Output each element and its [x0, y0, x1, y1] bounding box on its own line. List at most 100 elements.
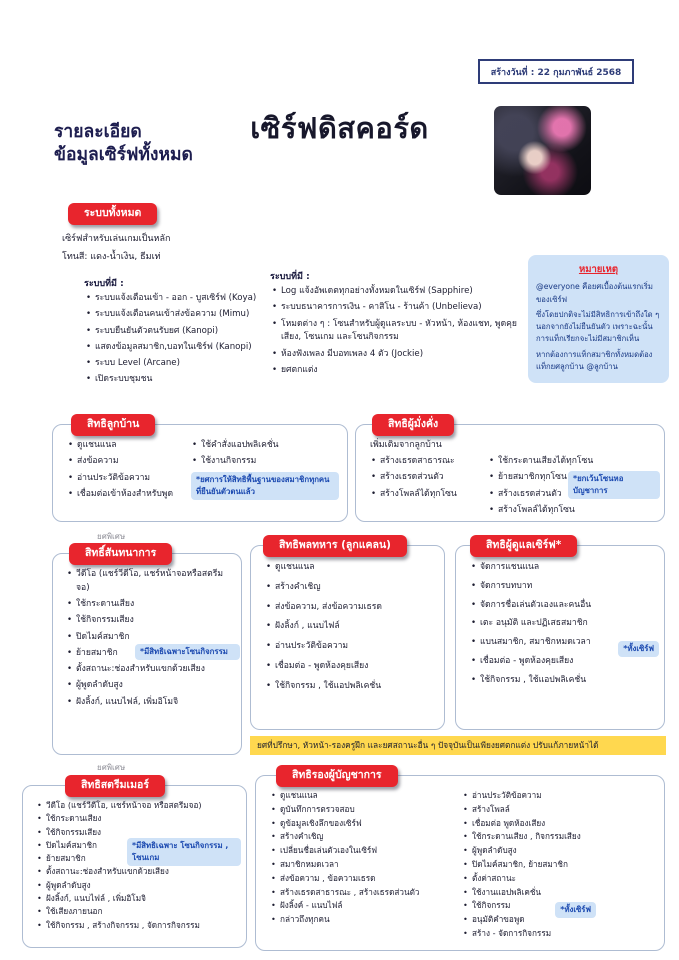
list-item: แสดงข้อมูลสมาชิก,บอทในเซิร์ฟ (Kanopi) — [85, 341, 265, 355]
badge-streamer-rights: สิทธิสตรีมเมอร์ — [65, 775, 165, 797]
soldier-list: ดูแชนแนลสร้างคำเชิญส่งข้อความ, ส่งข้อควา… — [265, 561, 436, 693]
list-item: ส่งข้อความ , ข้อความเธรด — [270, 872, 448, 885]
list-item: สร้างโพลล์ — [462, 803, 614, 816]
list-item: ใช้กิจกรรม , สร้างกิจกรรม , จัดการกิจกรร… — [36, 919, 240, 932]
remark-body-1: @everyone คือยศเบื้องต้นแรกเริ่มของเซิร์… — [536, 282, 653, 304]
badge-booster-rights: สิทธิผู้มั่งคั่ง — [372, 414, 455, 436]
list-item: ระบบ Level (Arcane) — [85, 357, 265, 371]
list-item: ใช้กระดานเสียง — [36, 812, 240, 825]
list-item: สมาชิกหมดเวลา — [270, 858, 448, 871]
recreation-note: *มีสิทธิเฉพาะโซนกิจกรรม — [135, 644, 240, 661]
list-item: ใช้กระดานเสียง — [66, 598, 233, 612]
list-item: ปิดไมค์สมาชิก — [66, 631, 233, 645]
list-item: ใช้งานกิจกรรม — [191, 455, 339, 469]
systems-col2-list: Log แจ้งอัพเดตทุกอย่างทั้งหมดในเซิร์ฟ (S… — [271, 285, 519, 380]
list-item: ใช้กระดานเสียงได้ทุกโซน — [488, 455, 606, 469]
list-item: ส่งข้อความ, ส่งข้อความเธรด — [265, 601, 436, 615]
systems-intro-line2: โทนสี: แดง-น้ำเงิน, ธีมเท่ — [62, 251, 161, 262]
list-item: ใช้กิจกรรมเสียง — [66, 614, 233, 628]
list-item: สร้างโพลล์ได้ทุกโซน — [370, 488, 488, 502]
decorative-roles-note: ยศที่ปรึกษา, หัวหน้า-รองครูฝึก และยศสถาน… — [250, 736, 666, 756]
card-vice-commander-rights: สิทธิรองผู้บัญชาการ ดูแชนแนลดูบันทึกการต… — [255, 765, 665, 951]
list-item: ดูบันทึกการตรวจสอบ — [270, 803, 448, 816]
list-item: วีดีโอ (แชร์วีดีโอ, แชร์หน้าจอหรือสตรีมจ… — [66, 568, 233, 596]
remark-body-3: หากต้องการแท็กสมาชิกทั้งหมดต้องแท็กยศลูก… — [536, 349, 653, 372]
vice-commander-col2-list: อ่านประวัติข้อความสร้างโพลล์เชื่อมต่อ พู… — [462, 789, 614, 941]
admin-list: จัดการแชนแนลจัดการบทบาทจัดการชื่อเล่นตัว… — [470, 561, 656, 687]
booster-note: *ยกเว้นโซนหอบัญชาการ — [568, 471, 660, 500]
list-item: ระบบยืนยันตัวตนรับยศ (Kanopi) — [85, 325, 265, 339]
card-recreation-rights: สิทธิ์สันทนาการ วีดีโอ (แชร์วีดีโอ, แชร์… — [52, 543, 242, 755]
list-item: จัดการชื่อเล่นตัวเองและคนอื่น — [470, 599, 656, 613]
badge-soldier-rights: สิทธิพลทหาร (ลูกแคลน) — [263, 535, 407, 557]
list-item: ใช้คำสั่งแอปพลิเคชั่น — [191, 439, 339, 453]
subtitle-line1: รายละเอียด — [54, 122, 142, 142]
systems-col1-list: ระบบแจ้งเตือนเข้า - ออก - บูสเซิร์ฟ (Koy… — [85, 292, 265, 390]
card-admin-rights: สิทธิผู้ดูแลเซิร์ฟ* จัดการแชนแนลจัดการบท… — [455, 535, 665, 730]
list-item: ห้องฟังเพลง มีบอทเพลง 4 ตัว (Jockie) — [271, 348, 519, 362]
list-item: ฝังลิ้งก์, แนบไฟล์, เพิ่มอิโมจิ — [66, 696, 233, 710]
special-role-label-2: ยศพิเศษ — [97, 763, 126, 772]
booster-col1-list: สร้างเธรดสาธารณะสร้างเธรดส่วนตัวสร้างโพล… — [370, 455, 488, 520]
section-badge-systems: ระบบทั้งหมด — [68, 203, 158, 225]
booster-intro: เพิ่มเติมจากลูกบ้าน — [370, 440, 442, 450]
special-role-label-1: ยศพิเศษ — [97, 532, 126, 541]
list-item: ใช้กิจกรรม , ใช้แอปพลิเคชั่น — [265, 680, 436, 694]
vice-commander-col1-list: ดูแชนแนลดูบันทึกการตรวจสอบดูข้อมูลเชิงลึ… — [270, 789, 448, 941]
list-item: เตะ อนุมัติ และปฏิเสธสมาชิก — [470, 617, 656, 631]
badge-resident-rights: สิทธิลูกบ้าน — [71, 414, 156, 436]
list-item: สร้างเธรดส่วนตัว — [488, 488, 606, 502]
list-item: ดูแชนแนล — [265, 561, 436, 575]
list-item: ดูแชนแนล — [67, 439, 191, 453]
list-item: Log แจ้งอัพเดตทุกอย่างทั้งหมดในเซิร์ฟ (S… — [271, 285, 519, 299]
list-item: ระบบแจ้งเตือนเข้า - ออก - บูสเซิร์ฟ (Koy… — [85, 292, 265, 306]
list-item: ระบบแจ้งเตือนคนเข้าส่งข้อความ (Mimu) — [85, 308, 265, 322]
list-item: กล่าวถึงทุกคน — [270, 913, 448, 926]
card-streamer-rights: สิทธิสตรีมเมอร์ วีดีโอ (แชร์วีดีโอ, แชร์… — [22, 775, 247, 948]
list-item: ระบบธนาคารการเงิน - คาสิโน - ร้านค้า (Un… — [271, 301, 519, 315]
card-resident-rights: สิทธิลูกบ้าน ดูแชนแนลส่งข้อความอ่านประวั… — [52, 414, 348, 522]
list-item: เชื่อมต่อเข้าห้องสำหรับพูด — [67, 488, 191, 502]
resident-note: *ยศการให้สิทธิพื้นฐานของสมาชิกทุกคนที่ยื… — [191, 472, 339, 501]
list-item: ย้ายสมาชิก — [36, 852, 240, 865]
remark-body-2: ซึ่งโดยปกติจะไม่มีสิทธิการเข้าถึงใด ๆ นอ… — [536, 309, 660, 344]
list-item: ผู้พูดลำดับสูง — [36, 879, 240, 892]
systems-col1-header: ระบบที่มี : — [84, 279, 124, 289]
badge-admin-rights: สิทธิผู้ดูแลเซิร์ฟ* — [470, 535, 578, 557]
resident-col1-list: ดูแชนแนลส่งข้อความอ่านประวัติข้อความเชื่… — [67, 439, 191, 504]
list-item: ใช้งานแอปพลิเคชั่น — [462, 886, 614, 899]
list-item: จัดการแชนแนล — [470, 561, 656, 575]
created-date-box: สร้างวันที่ : 22 กุมภาพันธ์ 2568 — [478, 59, 634, 84]
admin-note: *ทั้งเซิร์ฟ — [618, 641, 659, 658]
list-item: ใช้กิจกรรม — [462, 899, 614, 912]
list-item: แบนสมาชิก, สมาชิกหมดเวลา — [470, 636, 656, 650]
list-item: สร้างเธรดสาธารณะ , สร้างเธรดส่วนตัว — [270, 886, 448, 899]
list-item: สร้างคำเชิญ — [270, 830, 448, 843]
list-item: ตั้งสถานะ:ช่องสำหรับแขกด้วยเสียง — [66, 663, 233, 677]
list-item: ใช้กระดานเสียง , กิจกรรมเสียง — [462, 830, 614, 843]
list-item: อนุมัติคำขอพูด — [462, 913, 614, 926]
remark-note-box: หมายเหตุ @everyone คือยศเบื้องต้นแรกเริ่… — [528, 255, 669, 384]
remark-title: หมายเหตุ — [578, 264, 619, 275]
list-item: สร้างเธรดสาธารณะ — [370, 455, 488, 469]
list-item: ย้ายสมาชิก — [66, 647, 233, 661]
list-item: ส่งข้อความ — [67, 455, 191, 469]
list-item: ฝังลิ้งก์, แนบไฟล์ , เพิ่มอิโมจิ — [36, 892, 240, 905]
list-item: ย้ายสมาชิกทุกโซน — [488, 471, 606, 485]
list-item: ใช้กิจกรรม , ใช้แอปพลิเคชั่น — [470, 674, 656, 688]
list-item: อ่านประวัติข้อความ — [462, 789, 614, 802]
recreation-list: วีดีโอ (แชร์วีดีโอ, แชร์หน้าจอหรือสตรีมจ… — [66, 568, 233, 709]
resident-col2: ใช้คำสั่งแอปพลิเคชั่นใช้งานกิจกรรม *ยศกา… — [191, 439, 339, 504]
list-item: ใช้กิจกรรมเสียง — [36, 826, 240, 839]
booster-columns: สร้างเธรดสาธารณะสร้างเธรดส่วนตัวสร้างโพล… — [370, 455, 658, 520]
vice-commander-columns: ดูแชนแนลดูบันทึกการตรวจสอบดูข้อมูลเชิงลึ… — [270, 789, 656, 941]
list-item: ปิดไมค์สมาชิก — [36, 839, 240, 852]
list-item: ปิดไมค์สมาชิก, ย้ายสมาชิก — [462, 858, 614, 871]
list-item: ดูข้อมูลเชิงลึกของเซิร์ฟ — [270, 817, 448, 830]
list-item: อ่านประวัติข้อความ — [67, 472, 191, 486]
systems-col2-header: ระบบที่มี : — [270, 272, 310, 282]
list-item: ยศตกแต่ง — [271, 364, 519, 378]
list-item: โหมดต่าง ๆ : โซนสำหรับผู้ดูแลระบบ - หัวห… — [271, 318, 519, 346]
list-item: ผู้พูดลำดับสูง — [66, 679, 233, 693]
